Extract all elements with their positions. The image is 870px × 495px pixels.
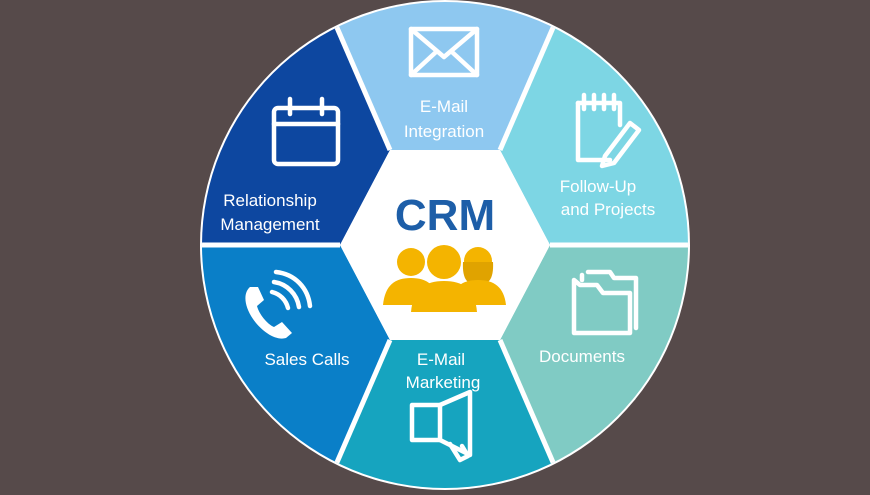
person-center-head	[427, 245, 461, 279]
segment-label-email-integration-1: E-Mail	[420, 97, 468, 116]
segment-relationship	[202, 2, 390, 245]
segment-label-relationship-2: Management	[220, 215, 320, 234]
segment-label-documents: Documents	[539, 347, 625, 366]
segment-label-follow-up-2: and Projects	[561, 200, 656, 219]
segment-label-follow-up-1: Follow-Up	[560, 177, 637, 196]
calendar-icon	[271, 96, 341, 167]
notepad-pencil-icon	[575, 92, 642, 169]
person-right-hair	[462, 262, 494, 285]
person-left-head	[397, 248, 425, 276]
segment-documents	[500, 245, 688, 488]
segment-sales-calls	[202, 245, 390, 488]
envelope-icon	[408, 26, 480, 78]
megaphone-icon	[409, 389, 473, 463]
segment-label-email-marketing-2: Marketing	[406, 373, 481, 392]
folder-icon	[571, 269, 639, 336]
center-title: CRM	[395, 191, 495, 240]
person-center-body	[411, 281, 477, 312]
phone-icon	[245, 269, 313, 339]
segment-label-sales-calls: Sales Calls	[264, 350, 349, 369]
segment-email-marketing	[325, 340, 565, 488]
segment-label-email-integration-2: Integration	[404, 122, 484, 141]
segment-label-relationship-1: Relationship	[223, 191, 317, 210]
people-group-icon	[383, 245, 506, 312]
segment-label-email-marketing-1: E-Mail	[417, 350, 465, 369]
